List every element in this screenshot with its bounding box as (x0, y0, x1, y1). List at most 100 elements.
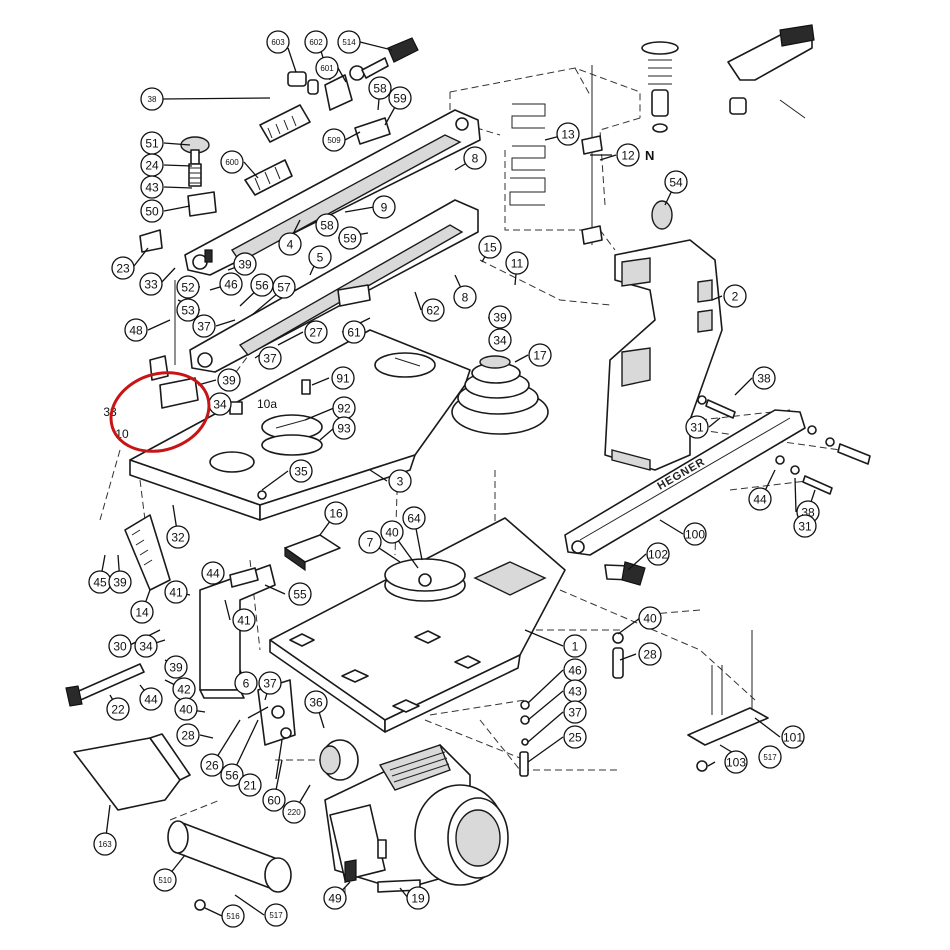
top-hardware (244, 37, 419, 196)
tension-parts (641, 24, 815, 133)
chute-163 (73, 733, 191, 811)
callout-circle (139, 272, 163, 296)
fence-101 (687, 630, 769, 772)
callout-number: 92 (337, 402, 351, 416)
callout-circle (421, 298, 445, 322)
callout-circle (108, 570, 132, 594)
callout-circle (563, 700, 587, 724)
callout-circle (176, 723, 200, 747)
callout-circle (323, 886, 347, 910)
callout-number: 43 (145, 181, 159, 195)
callout-number: 44 (206, 567, 220, 581)
callout-circle (664, 170, 688, 194)
callout-39c: 39 (217, 368, 241, 392)
callout-circle (453, 285, 477, 309)
callout-number: 34 (213, 398, 227, 412)
callout-38c: 38 (752, 366, 776, 390)
highlight-circle (109, 371, 211, 453)
callout-30: 30 (108, 634, 132, 658)
callout-circle (192, 314, 216, 338)
callout-circle (646, 542, 670, 566)
callout-44: 44 (748, 487, 772, 511)
callout-circle (124, 318, 148, 342)
base-plate-1 (269, 517, 566, 733)
callout-circle (315, 56, 339, 80)
right-hardware (519, 395, 871, 777)
callout-number: 25 (568, 731, 582, 745)
callout-circle (258, 671, 282, 695)
callout-number: 5 (317, 251, 324, 265)
callout-circle (272, 275, 296, 299)
callout-517: 517 (758, 745, 782, 769)
callout-circle (166, 525, 190, 549)
callout-6: 6 (234, 671, 258, 695)
left-hardware (65, 663, 296, 746)
callout-37d: 37 (563, 700, 587, 724)
callout-number: 3 (397, 475, 404, 489)
callout-circle (338, 226, 362, 250)
callout-circle (563, 634, 587, 658)
frame-2 (604, 200, 723, 471)
callout-number: 22 (111, 703, 125, 717)
callout-number: 42 (177, 683, 191, 697)
callout-circle (220, 763, 244, 787)
callout-number: 23 (116, 262, 130, 276)
callout-number: 27 (309, 326, 323, 340)
callout-102: 102 (646, 542, 670, 566)
callout-39b: 39 (488, 305, 512, 329)
callout-24: 24 (140, 153, 164, 177)
callout-circle (358, 530, 382, 554)
callout-circle (406, 886, 430, 910)
callout-163: 163 (93, 832, 117, 856)
callout-circle (388, 86, 412, 110)
callout-number: 4 (287, 238, 294, 252)
callout-number: 26 (205, 759, 219, 773)
callout-circle (130, 600, 154, 624)
callout-603: 603 (266, 30, 290, 54)
callout-28b: 28 (176, 723, 200, 747)
callout-number: 601 (320, 64, 334, 73)
callout-number: 44 (144, 693, 158, 707)
callout-circle (140, 175, 164, 199)
callout-circle (232, 608, 256, 632)
callout-circle (304, 690, 328, 714)
callout-number: 2 (732, 290, 739, 304)
callout-number: 60 (267, 794, 281, 808)
callout-23: 23 (111, 256, 135, 280)
callout-circle (140, 199, 164, 223)
callout-circle (556, 122, 580, 146)
callout-circle (304, 30, 328, 54)
callout-circle (201, 561, 225, 585)
callout-circle (304, 320, 328, 344)
callout-circle (108, 634, 132, 658)
callout-number: 602 (309, 38, 323, 47)
callout-58b: 58 (315, 213, 339, 237)
callout-number: 64 (407, 512, 421, 526)
callout-509: 509 (322, 128, 346, 152)
callout-number: 103 (726, 756, 746, 770)
callout-number: 1 (572, 640, 579, 654)
callout-circle (724, 750, 748, 774)
callout-number: 43 (568, 685, 582, 699)
callout-57: 57 (272, 275, 296, 299)
callout-number: 56 (225, 769, 239, 783)
callout-number: 600 (225, 158, 239, 167)
callout-34b: 34 (208, 392, 232, 416)
callout-14: 14 (130, 600, 154, 624)
callout-40c: 40 (174, 697, 198, 721)
callout-13: 13 (556, 122, 580, 146)
callout-number: 100 (685, 528, 705, 542)
callout-number: 48 (129, 324, 143, 338)
direction-label: N (645, 148, 654, 163)
callout-number: 35 (294, 465, 308, 479)
callout-27: 27 (304, 320, 328, 344)
callout-circle (528, 343, 552, 367)
callout-number: 36 (309, 696, 323, 710)
callout-circle (258, 346, 282, 370)
callout-31b: 31 (793, 514, 817, 538)
callout-39: 39 (233, 252, 257, 276)
callout-600: 600 (220, 150, 244, 174)
callout-46b: 46 (563, 658, 587, 682)
callout-601: 601 (315, 56, 339, 80)
